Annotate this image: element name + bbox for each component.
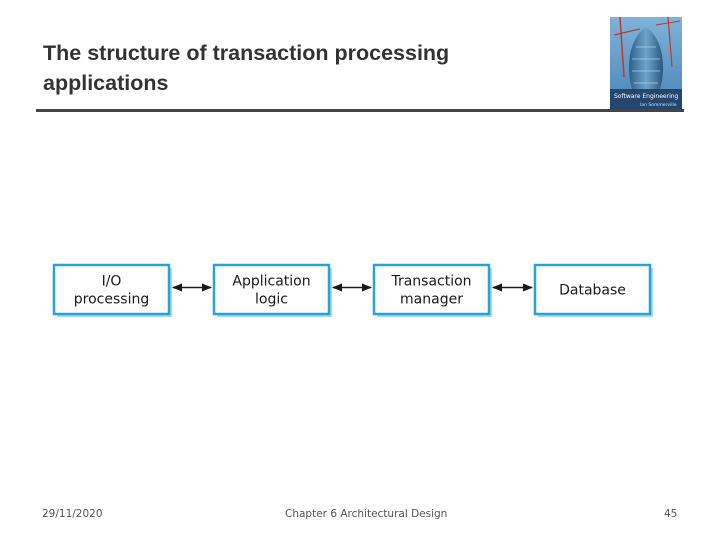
- slide-title: The structure of transaction processing …: [43, 38, 563, 98]
- box-label-app-1: Application: [232, 274, 310, 290]
- box-label-tm-1: Transaction: [390, 274, 471, 290]
- footer-chapter: Chapter 6 Architectural Design: [285, 508, 448, 520]
- box-label-io-1: I/O: [102, 274, 122, 290]
- box-label-app-2: logic: [255, 292, 288, 308]
- box-label-db-1: Database: [559, 283, 626, 299]
- slide-title-line-1: The structure of transaction processing: [43, 41, 450, 65]
- diagram-box-db: Database: [533, 263, 653, 317]
- cover-subtitle: Ian Sommerville: [640, 102, 677, 108]
- diagram-box-app: Application logic: [212, 263, 332, 317]
- diagram-box-tm: Transaction manager: [372, 263, 492, 317]
- box-label-tm-2: manager: [400, 292, 463, 308]
- book-cover-thumbnail: Software Engineering Ian Sommerville: [610, 17, 682, 109]
- diagram-box-io: I/O processing: [52, 263, 172, 317]
- cover-title: Software Engineering: [614, 93, 679, 100]
- box-frame: [52, 263, 171, 316]
- box-frame: [212, 263, 331, 316]
- slide-title-line-2: applications: [43, 71, 169, 95]
- box-frame: [372, 263, 491, 316]
- box-label-io-2: processing: [74, 292, 149, 308]
- footer-page-number: 45: [664, 508, 678, 520]
- box-frame: [533, 263, 652, 316]
- title-divider: [36, 109, 684, 112]
- footer-date: 29/11/2020: [42, 508, 103, 520]
